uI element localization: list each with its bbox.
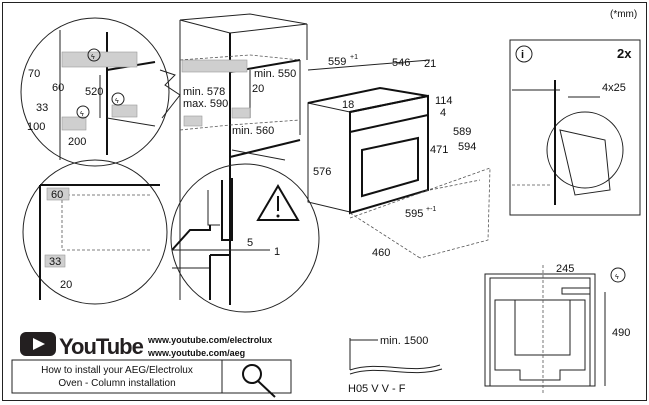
play-icon	[33, 338, 45, 350]
dim-100: 100	[27, 121, 45, 133]
search-box[interactable]: How to install your AEG/Electrolux Oven …	[11, 359, 292, 398]
url-aeg[interactable]: www.youtube.com/aeg	[147, 348, 245, 358]
search-text-line1: How to install your AEG/Electrolux	[41, 365, 193, 376]
search-icon[interactable]	[242, 364, 276, 398]
dim-594: 594	[458, 141, 476, 153]
dim-60-corner: 60	[51, 189, 63, 201]
column-cabinet	[179, 13, 308, 300]
dim-min-578: min. 578	[183, 86, 225, 98]
dim-559-tolerance: +1	[350, 54, 358, 61]
dim-200: 200	[68, 136, 86, 148]
dim-70: 70	[28, 68, 40, 80]
youtube-logo: YouTube	[20, 332, 145, 359]
dim-595: 595	[405, 208, 423, 220]
dim-20: 20	[252, 83, 264, 95]
dim-114: 114	[435, 95, 453, 107]
search-text-line2: Oven - Column installation	[58, 378, 175, 389]
info-icon-letter: i	[521, 49, 524, 61]
url-electrolux[interactable]: www.youtube.com/electrolux	[147, 335, 272, 345]
dim-471: 471	[430, 144, 448, 156]
dim-min-560: min. 560	[232, 125, 274, 137]
dim-60: 60	[52, 82, 64, 94]
dim-589: 589	[453, 126, 471, 138]
dim-245: 245	[556, 263, 574, 275]
dim-5: 5	[247, 237, 253, 249]
warning-icon	[256, 184, 300, 221]
oven-drawing	[307, 59, 491, 259]
dim-20-corner: 20	[60, 279, 72, 291]
svg-text:ϟ: ϟ	[91, 54, 95, 61]
cable-type: H05 V V - F	[348, 383, 406, 395]
fixing-detail	[509, 39, 641, 216]
detail-circle-sockets: ϟ ϟ ϟ	[20, 17, 181, 167]
dim-18: 18	[342, 99, 354, 111]
dim-33-corner: 33	[49, 256, 61, 268]
svg-text:ϟ: ϟ	[115, 98, 119, 105]
dim-546: 546	[392, 57, 410, 69]
cable-length: min. 1500	[380, 335, 428, 347]
info-icon	[515, 45, 533, 63]
cable-drawing	[349, 338, 443, 375]
svg-text:ϟ: ϟ	[80, 111, 84, 118]
dim-559: 559	[328, 56, 346, 68]
dim-490: 490	[612, 327, 630, 339]
dim-33: 33	[36, 102, 48, 114]
front-view: ϟ	[484, 265, 626, 395]
dim-max-590: max. 590	[183, 98, 228, 110]
dim-21: 21	[424, 58, 436, 70]
detail-circle-gap	[170, 149, 320, 313]
dim-520: 520	[85, 86, 103, 98]
dim-4: 4	[440, 107, 446, 119]
screw-size: 4x25	[602, 82, 626, 94]
dim-595-tolerance: +-1	[426, 206, 436, 213]
detail-circle-corner	[22, 159, 168, 305]
dim-min-550: min. 550	[254, 68, 296, 80]
dim-460: 460	[372, 247, 390, 259]
dim-1: 1	[274, 246, 280, 258]
svg-text:YouTube: YouTube	[59, 334, 144, 359]
page-frame	[2, 2, 647, 401]
units-note: (*mm)	[610, 9, 637, 20]
dim-576: 576	[313, 166, 331, 178]
quantity-label: 2x	[617, 46, 632, 61]
svg-text:ϟ: ϟ	[615, 274, 619, 281]
power-socket-icon	[610, 267, 626, 283]
